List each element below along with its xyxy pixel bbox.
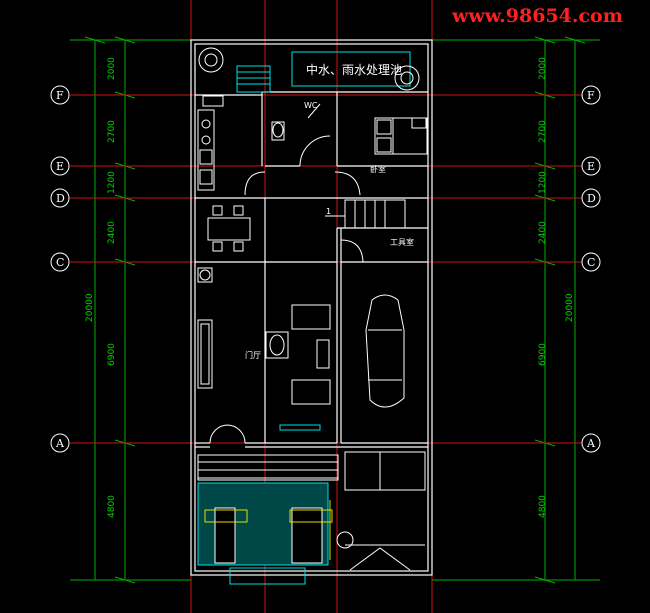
- shrub-icons: [204, 500, 333, 560]
- axis-label-D-right: D: [587, 192, 596, 205]
- garden-bed: [197, 482, 329, 566]
- kitchen-counter: [197, 95, 224, 191]
- tool-room-door: [340, 239, 364, 263]
- foyer-label: 门厅: [245, 350, 261, 360]
- dimension-lines: [70, 36, 600, 584]
- dim-left-4800: 4800: [107, 495, 117, 518]
- dim-right-2400: 2400: [538, 221, 548, 244]
- tool-room-label: 工具室: [390, 237, 414, 247]
- axis-label-A-right: A: [586, 437, 596, 450]
- dim-right-6900: 6900: [538, 343, 548, 366]
- living-room-furniture: [197, 267, 331, 405]
- hall-door-arc: [334, 171, 361, 196]
- axis-label-A-left: A: [55, 437, 65, 450]
- outdoor-steps: [236, 65, 271, 93]
- bedroom-label: 卧室: [370, 164, 386, 174]
- axis-label-F-left: F: [56, 89, 64, 102]
- car-icon: [365, 294, 405, 408]
- dim-left-2700: 2700: [107, 120, 117, 143]
- dim-right-2000: 2000: [538, 57, 548, 80]
- porch-steps: [197, 454, 339, 481]
- bed: [374, 117, 428, 155]
- dining-table: [207, 205, 251, 252]
- dim-left-2000: 2000: [107, 57, 117, 80]
- stair-tag: 1: [326, 207, 331, 216]
- axis-bubbles-left: [50, 85, 70, 453]
- axis-lines: [70, 94, 582, 444]
- axis-label-D-left: D: [56, 192, 65, 205]
- front-gate: [229, 567, 306, 585]
- axis-bubbles-right: [581, 85, 601, 453]
- dim-right-1200: 1200: [538, 171, 548, 194]
- entrance-window: [279, 424, 321, 431]
- water-tank-label: 中水、雨水处理池: [306, 62, 402, 77]
- dim-left-1200: 1200: [107, 171, 117, 194]
- toilet-fixture: [271, 103, 321, 141]
- dim-right-2700: 2700: [538, 120, 548, 143]
- axis-label-C-left: C: [56, 256, 64, 269]
- dim-right-4800: 4800: [538, 495, 548, 518]
- toilet-tag: WC: [304, 101, 318, 110]
- axis-label-C-right: C: [587, 256, 595, 269]
- bathroom-door: [299, 135, 331, 167]
- dim-left-total: 20000: [85, 293, 95, 322]
- driveway: [344, 451, 426, 571]
- dim-left-6900: 6900: [107, 343, 117, 366]
- kitchen-door-arc: [244, 171, 266, 196]
- entrance-door: [209, 424, 246, 444]
- watermark: www.98654.com: [451, 5, 623, 27]
- axis-label-F-right: F: [587, 89, 595, 102]
- water-tank: [291, 51, 411, 87]
- dim-left-2400: 2400: [107, 221, 117, 244]
- axis-label-E-left: E: [56, 160, 64, 173]
- axis-label-E-right: E: [587, 160, 595, 173]
- staircase: [325, 199, 406, 229]
- dim-right-total: 20000: [565, 293, 575, 322]
